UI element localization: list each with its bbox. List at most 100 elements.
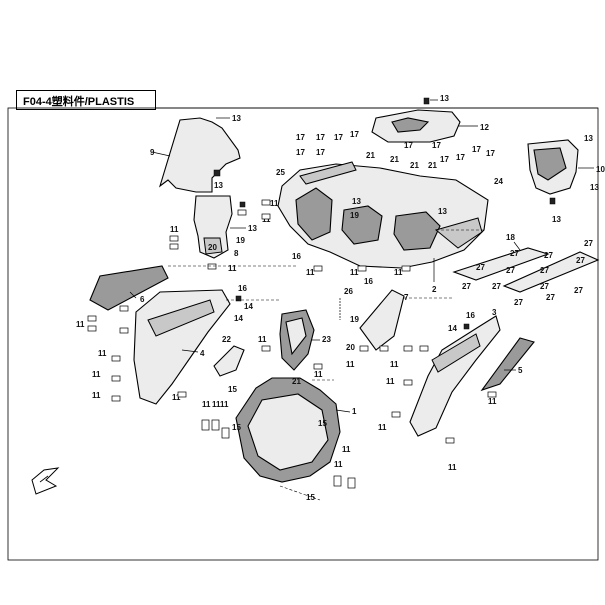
callout-2: 2 [432,285,437,294]
callout-11h: 11 [76,320,85,329]
part-8-bracket: 13 19 20 8 11 11 [169,195,257,273]
callout-15a: 15 [228,385,237,394]
callout-9: 9 [150,148,155,157]
part-2-main-body: 2 [277,161,489,294]
callout-16a: 16 [292,252,301,261]
part-4-left-side-panel: 4 16 14 14 11 11 11 11 [92,284,253,405]
callout-27b: 27 [544,251,553,260]
callout-11r: 11 [378,423,387,432]
dashed-guides [168,229,486,501]
callout-17j: 17 [486,149,495,158]
diagram-title: F04-4塑料件/PLASTIS [23,96,135,108]
callout-8: 8 [234,249,239,258]
part-23-front-grill: 23 11 11 26 [258,287,353,379]
callout-27i: 27 [540,282,549,291]
callout-13h: 13 [352,197,361,206]
title-tab: F04-4塑料件/PLASTIS [16,90,156,110]
callout-17c: 17 [334,133,343,142]
callout-13d: 13 [440,94,449,103]
callout-4: 4 [200,349,205,358]
callout-17h: 17 [456,153,465,162]
callout-21c: 21 [410,161,419,170]
callout-13b: 13 [214,181,223,190]
callout-27a: 27 [510,249,519,258]
callout-16b: 16 [238,284,247,293]
callout-11v: 11 [212,400,221,409]
callout-11d: 11 [262,215,271,224]
callout-17b: 17 [316,133,325,142]
callout-11t: 11 [488,397,497,406]
callout-13g: 13 [552,215,561,224]
callout-27h: 27 [492,282,501,291]
callout-1: 1 [352,407,357,416]
callout-21d: 21 [428,161,437,170]
callout-19c: 19 [350,315,359,324]
callout-27m: 27 [584,239,593,248]
callout-11p: 11 [390,360,399,369]
callout-24: 24 [494,177,503,186]
callout-13e: 13 [584,134,593,143]
callout-17k: 17 [404,141,413,150]
front-direction-arrow-icon [31,467,60,495]
callout-19b: 19 [350,211,359,220]
callout-15d: 15 [306,493,315,502]
callout-11a: 11 [170,225,179,234]
callout-13i: 13 [438,207,447,216]
callout-20b: 20 [346,343,355,352]
callout-14b: 14 [234,314,243,323]
part-12-top-cover: 13 12 [371,94,489,143]
callout-11f: 11 [350,268,359,277]
callout-6: 6 [140,295,145,304]
callout-16c: 16 [364,277,373,286]
callout-11s: 11 [448,463,457,472]
callout-27f: 27 [576,256,585,265]
callout-11y: 11 [334,460,343,469]
callout-27l: 27 [546,293,555,302]
part-9-side-panel: 9 13 13 [150,114,241,193]
callout-11c: 11 [270,199,279,208]
callout-18: 18 [506,233,515,242]
callout-11k: 11 [92,391,101,400]
callout-11n: 11 [314,370,323,379]
callout-15b: 15 [318,419,327,428]
callout-27c: 27 [476,263,485,272]
callout-26: 26 [344,287,353,296]
callout-11b: 11 [228,264,237,273]
top-bolt-callouts: 17 17 17 17 25 17 17 21 21 21 21 17 17 1… [261,130,503,277]
callout-11o: 11 [346,360,355,369]
callout-11e: 11 [306,268,315,277]
callout-17a: 17 [296,133,305,142]
callout-22: 22 [222,335,231,344]
callout-19a: 19 [236,236,245,245]
part-3-right-side-panel: 16 14 3 11 11 11 [378,308,501,472]
callout-17g: 17 [440,155,449,164]
callout-27g: 27 [462,282,471,291]
callout-11m: 11 [258,335,267,344]
callout-11l: 11 [172,393,181,402]
callout-17e: 17 [296,148,305,157]
callout-23: 23 [322,335,331,344]
callout-5: 5 [518,366,523,375]
callout-21b: 21 [390,155,399,164]
callout-7: 7 [404,293,409,302]
callout-3: 3 [492,308,497,317]
callout-17d: 17 [350,130,359,139]
callout-15c: 15 [232,423,241,432]
part-22-small-panel: 22 [213,335,245,377]
callout-16d: 16 [466,311,475,320]
callout-14a: 14 [244,302,253,311]
callout-12: 12 [480,123,489,132]
part-6-left-fender: 6 11 [76,265,169,332]
callout-11u: 11 [202,400,211,409]
callout-27e: 27 [540,266,549,275]
part-5-right-fender: 5 11 [480,337,535,406]
callout-27k: 27 [514,298,523,307]
callout-21a: 21 [366,151,375,160]
callout-11w: 11 [220,400,229,409]
callout-11j: 11 [92,370,101,379]
callout-11q: 11 [386,377,395,386]
callout-14c: 14 [448,324,457,333]
callout-13c: 13 [248,224,257,233]
part-10-right-panel: 13 10 13 13 [527,134,605,224]
